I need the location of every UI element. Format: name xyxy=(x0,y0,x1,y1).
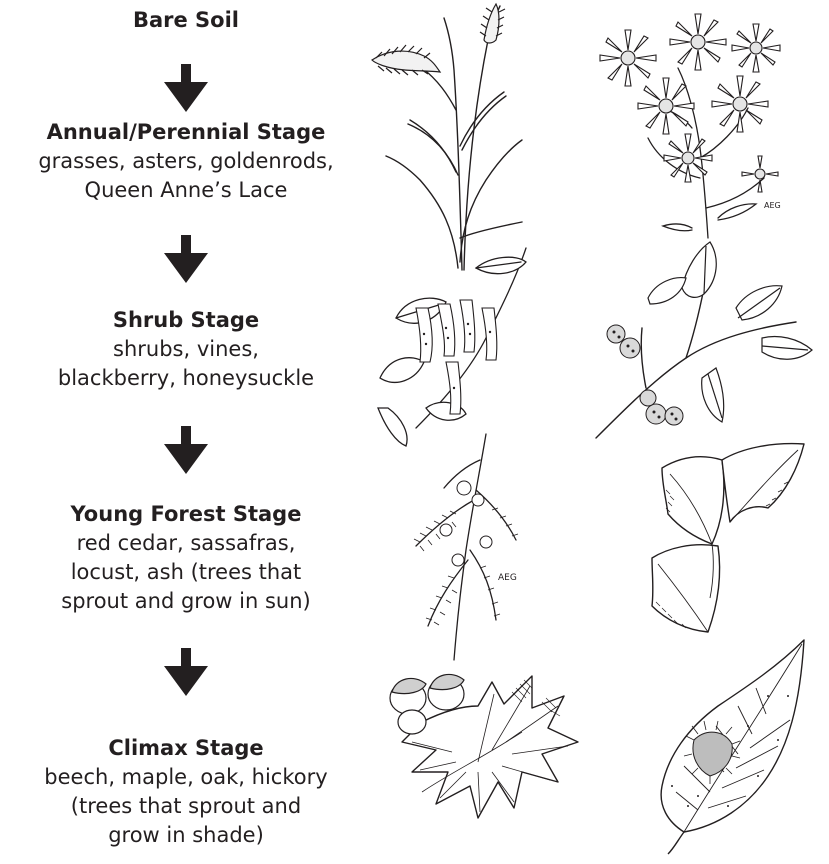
stage-description-line: grasses, asters, goldenrods, xyxy=(0,147,372,176)
down-arrow-icon xyxy=(164,648,208,696)
stage-shrub: Shrub Stage shrubs, vines, blackberry, h… xyxy=(0,306,372,393)
stage-title: Shrub Stage xyxy=(0,306,372,335)
stage-description-line: sprout and grow in sun) xyxy=(0,587,372,616)
aster-illustration: AEG xyxy=(588,8,808,240)
stage-title: Annual/Perennial Stage xyxy=(0,118,372,147)
grass-illustration xyxy=(362,0,562,272)
down-arrow-icon xyxy=(164,426,208,474)
sassafras-illustration xyxy=(622,438,818,650)
honeysuckle-illustration xyxy=(376,238,556,448)
stage-bare-soil: Bare Soil xyxy=(0,6,372,35)
down-arrow-icon xyxy=(164,235,208,283)
stage-description-line: (trees that sprout and xyxy=(0,792,372,821)
beech-illustration xyxy=(628,636,812,856)
red-cedar-illustration: AEG xyxy=(396,430,532,666)
stage-title: Bare Soil xyxy=(0,6,372,35)
oak-illustration xyxy=(382,662,584,858)
stage-description-line: locust, ash (trees that xyxy=(0,558,372,587)
stage-annual-perennial: Annual/Perennial Stage grasses, asters, … xyxy=(0,118,372,205)
artist-signature: AEG xyxy=(764,201,781,210)
stage-description-line: grow in shade) xyxy=(0,821,372,850)
stage-young-forest: Young Forest Stage red cedar, sassafras,… xyxy=(0,500,372,616)
stage-description-line: Queen Anne’s Lace xyxy=(0,176,372,205)
stage-climax: Climax Stage beech, maple, oak, hickory … xyxy=(0,734,372,850)
stage-description-line: shrubs, vines, xyxy=(0,335,372,364)
stage-description-line: red cedar, sassafras, xyxy=(0,529,372,558)
down-arrow-icon xyxy=(164,64,208,112)
stage-description-line: beech, maple, oak, hickory xyxy=(0,763,372,792)
blackberry-illustration xyxy=(586,238,822,450)
stage-title: Young Forest Stage xyxy=(0,500,372,529)
artist-signature: AEG xyxy=(498,573,517,583)
stage-title: Climax Stage xyxy=(0,734,372,763)
stage-description-line: blackberry, honeysuckle xyxy=(0,364,372,393)
